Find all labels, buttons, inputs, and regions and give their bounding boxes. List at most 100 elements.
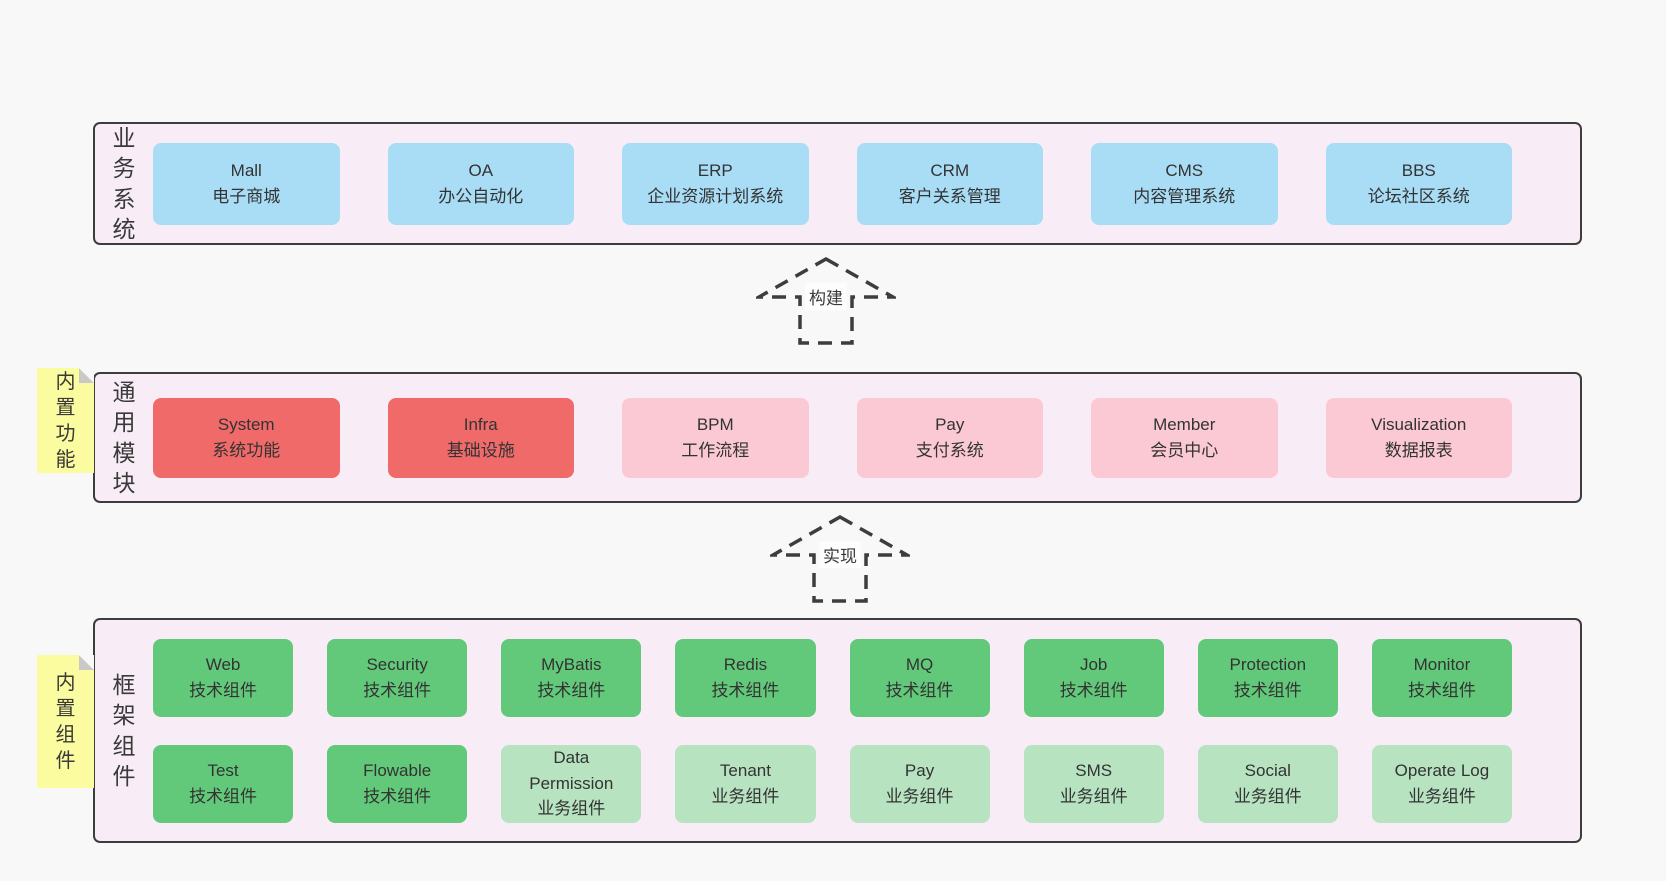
node-title: Operate Log [1394, 761, 1490, 780]
node-title: OA [468, 161, 494, 180]
arrow-implement-label: 实现 [819, 541, 861, 569]
node-title: Monitor [1413, 655, 1471, 674]
node-title: Pay [935, 415, 965, 434]
node-erp: ERP 企业资源计划系统 [622, 142, 809, 225]
arrow-implement-up: 实现 [770, 514, 910, 604]
arrow-build-up: 构建 [756, 256, 896, 346]
node-subtitle: 办公自动化 [438, 186, 524, 206]
section-business-systems: 业务系统 Mall 电子商城 OA 办公自动化 ERP 企业资源计划系统 CRM… [93, 122, 1582, 245]
node-protection: Protection 技术组件 [1197, 638, 1338, 717]
node-member: Member 会员中心 [1091, 397, 1278, 478]
node-subtitle: 电子商城 [212, 186, 281, 206]
node-subtitle: 会员中心 [1150, 440, 1219, 460]
node-mall: Mall 电子商城 [153, 142, 340, 225]
arrow-build-label: 构建 [805, 283, 847, 311]
note-fold-cut-icon [79, 368, 94, 383]
side-label-framework-components: 框架组件 [95, 670, 153, 791]
node-title: Tenant [719, 761, 771, 780]
framework-components-row-2: Test 技术组件 Flowable 技术组件 Data Permission … [153, 744, 1580, 823]
side-label-text: 通用模块 [112, 378, 136, 496]
node-web: Web 技术组件 [153, 638, 294, 717]
node-sms: SMS 业务组件 [1023, 744, 1164, 823]
node-pay-business: Pay 业务组件 [849, 744, 990, 823]
node-monitor: Monitor 技术组件 [1371, 638, 1512, 717]
node-title: SMS [1075, 761, 1113, 780]
sticky-note-built-in-features: 内置功能 [37, 368, 94, 473]
side-label-business-systems: 业务系统 [95, 123, 153, 244]
node-security: Security 技术组件 [327, 638, 468, 717]
node-subtitle: 技术组件 [1233, 680, 1302, 700]
node-data-permission: Data Permission 业务组件 [501, 744, 642, 823]
framework-components-rows: Web 技术组件 Security 技术组件 MyBatis 技术组件 Redi… [153, 638, 1580, 823]
node-title: Redis [723, 655, 768, 674]
node-title: Pay [904, 761, 935, 780]
node-subtitle: 业务组件 [1233, 786, 1302, 806]
node-title: Mall [230, 161, 262, 180]
node-subtitle: 工作流程 [681, 440, 750, 460]
node-title: Protection [1229, 655, 1307, 674]
sticky-note-text: 内置组件 [55, 671, 76, 772]
common-modules-row: System 系统功能 Infra 基础设施 BPM 工作流程 Pay 支付系统… [153, 397, 1580, 478]
node-title: Data Permission [529, 748, 614, 793]
node-subtitle: 基础设施 [446, 440, 515, 460]
node-subtitle: 业务组件 [1059, 786, 1128, 806]
node-title: Member [1153, 415, 1216, 434]
note-fold-cut-icon [79, 655, 94, 670]
node-title: Infra [463, 415, 498, 434]
node-subtitle: 技术组件 [189, 786, 258, 806]
node-operate-log: Operate Log 业务组件 [1371, 744, 1512, 823]
node-mybatis: MyBatis 技术组件 [501, 638, 642, 717]
node-infra: Infra 基础设施 [387, 397, 574, 478]
sticky-note-text: 内置功能 [55, 370, 76, 471]
node-redis: Redis 技术组件 [675, 638, 816, 717]
node-mq: MQ 技术组件 [849, 638, 990, 717]
node-subtitle: 业务组件 [1407, 786, 1476, 806]
node-title: Flowable [363, 761, 432, 780]
node-title: CMS [1165, 161, 1204, 180]
node-subtitle: 技术组件 [537, 680, 606, 700]
node-bbs: BBS 论坛社区系统 [1325, 142, 1512, 225]
node-subtitle: 客户关系管理 [898, 186, 1001, 206]
node-subtitle: 业务组件 [885, 786, 954, 806]
node-title: System [217, 415, 275, 434]
node-tenant: Tenant 业务组件 [675, 744, 816, 823]
node-title: Social [1244, 761, 1291, 780]
node-test: Test 技术组件 [153, 744, 294, 823]
node-subtitle: 技术组件 [189, 680, 258, 700]
side-label-text: 业务系统 [112, 124, 136, 242]
node-subtitle: 业务组件 [711, 786, 780, 806]
node-subtitle: 业务组件 [537, 799, 606, 819]
node-subtitle: 论坛社区系统 [1367, 186, 1470, 206]
node-pay: Pay 支付系统 [856, 397, 1043, 478]
side-label-text: 框架组件 [112, 671, 136, 789]
node-subtitle: 技术组件 [1407, 680, 1476, 700]
node-subtitle: 技术组件 [885, 680, 954, 700]
node-subtitle: 数据报表 [1384, 440, 1453, 460]
node-subtitle: 企业资源计划系统 [647, 186, 784, 206]
node-job: Job 技术组件 [1023, 638, 1164, 717]
node-crm: CRM 客户关系管理 [856, 142, 1043, 225]
node-title: ERP [697, 161, 733, 180]
node-title: BBS [1401, 161, 1436, 180]
node-title: Test [207, 761, 239, 780]
node-social: Social 业务组件 [1197, 744, 1338, 823]
node-subtitle: 技术组件 [363, 680, 432, 700]
node-visualization: Visualization 数据报表 [1325, 397, 1512, 478]
section-common-modules: 通用模块 System 系统功能 Infra 基础设施 BPM 工作流程 Pay… [93, 372, 1582, 503]
node-subtitle: 支付系统 [915, 440, 984, 460]
node-subtitle: 技术组件 [363, 786, 432, 806]
node-title: MyBatis [541, 655, 602, 674]
side-label-common-modules: 通用模块 [95, 377, 153, 498]
node-title: CRM [930, 161, 970, 180]
node-cms: CMS 内容管理系统 [1091, 142, 1278, 225]
node-title: Security [366, 655, 428, 674]
node-bpm: BPM 工作流程 [622, 397, 809, 478]
framework-components-row-1: Web 技术组件 Security 技术组件 MyBatis 技术组件 Redi… [153, 638, 1580, 717]
node-system: System 系统功能 [153, 397, 340, 478]
node-oa: OA 办公自动化 [387, 142, 574, 225]
dashed-up-arrow-icon [756, 256, 896, 345]
node-subtitle: 内容管理系统 [1133, 186, 1236, 206]
node-title: BPM [696, 415, 734, 434]
sticky-note-built-in-components: 内置组件 [37, 655, 94, 788]
node-flowable: Flowable 技术组件 [327, 744, 468, 823]
